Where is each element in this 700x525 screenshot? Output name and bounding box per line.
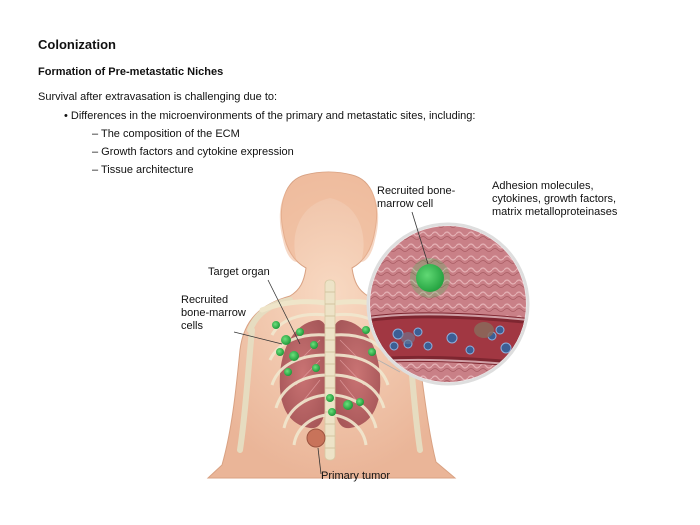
slide-subtitle: Formation of Pre-metastatic Niches — [38, 66, 224, 78]
leader-lines — [233, 211, 429, 475]
sub-item-ecm: – The composition of the ECM — [92, 128, 240, 140]
sub-item-tissue-architecture: – Tissue architecture — [92, 164, 194, 176]
primary-tumor — [306, 428, 326, 448]
recruited-bone-marrow-cell — [416, 264, 444, 292]
label-target-organ: Target organ — [208, 266, 270, 278]
slide-title: Colonization — [38, 37, 116, 52]
recruited-cells-lungs — [272, 321, 376, 416]
label-adhesion-molecules: Adhesion molecules, cytokines, growth fa… — [492, 180, 618, 218]
label-recruited-cells: Recruited bone-marrow cells — [181, 294, 246, 332]
sub-item-growth-factors: – Growth factors and cytokine expression — [92, 146, 294, 158]
label-recruited-cell: Recruited bone- marrow cell — [377, 185, 456, 210]
spine — [324, 279, 336, 461]
bullet-text: • Differences in the microenvironments o… — [64, 110, 476, 122]
intro-text: Survival after extravasation is challeng… — [38, 91, 278, 103]
label-primary-tumor: Primary tumor — [321, 470, 391, 482]
magnified-inset — [366, 222, 530, 386]
